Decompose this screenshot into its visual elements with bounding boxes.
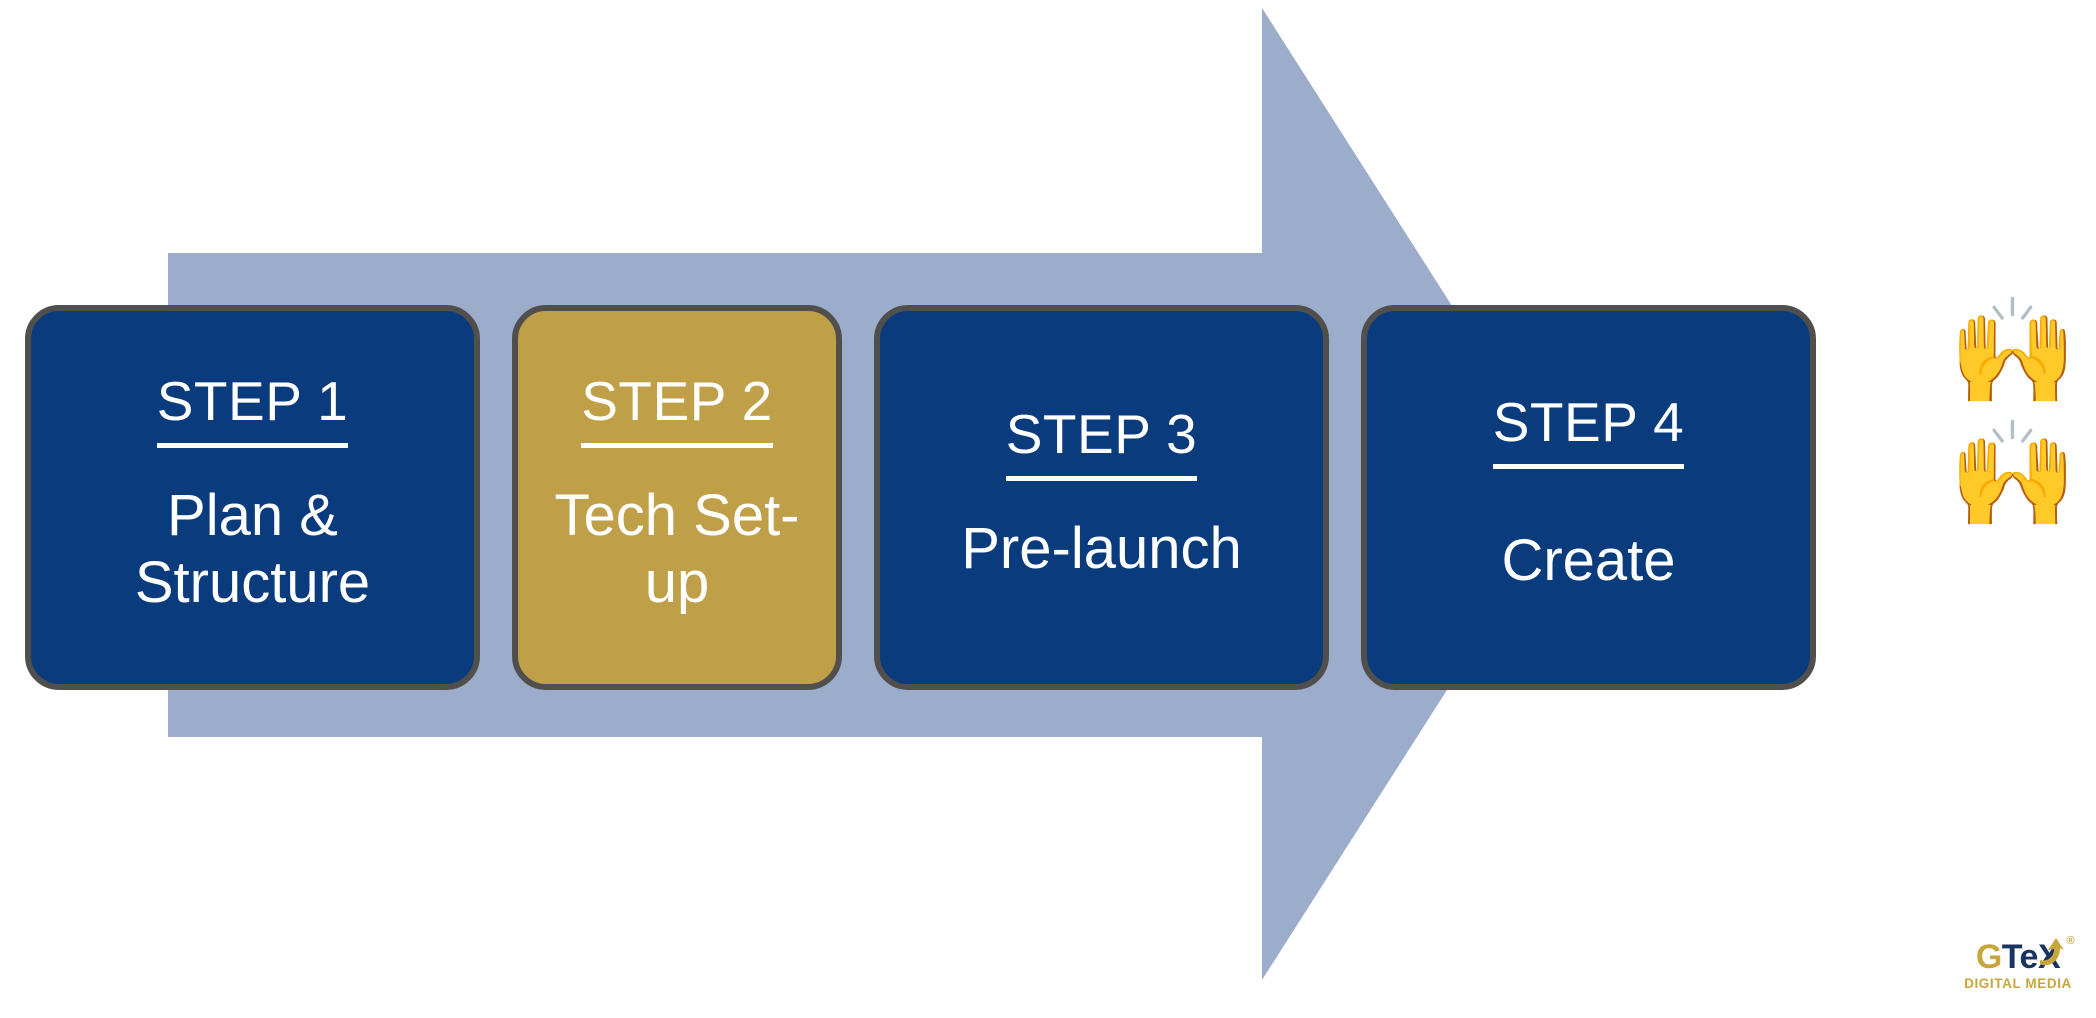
step-card-3[interactable]: STEP 3 Pre-launch: [874, 305, 1329, 690]
step-4-kicker: STEP 4: [1492, 394, 1685, 470]
step-3-kicker: STEP 3: [1005, 406, 1198, 482]
celebration-emoji-stack: 🙌 🙌: [1938, 294, 2088, 534]
logo-tagline: DIGITAL MEDIA: [1964, 976, 2072, 991]
step-card-4[interactable]: STEP 4 Create: [1361, 305, 1816, 690]
raising-hands-icon: 🙌: [1948, 417, 2078, 534]
step-3-title: Pre-launch: [961, 516, 1242, 582]
raising-hands-icon: 🙌: [1948, 294, 2078, 410]
step-1-title: Plan & Structure: [134, 482, 371, 615]
step-card-1[interactable]: STEP 1 Plan & Structure: [25, 305, 480, 690]
logo-letters-tex: TeX: [2001, 938, 2061, 976]
logo-wordmark: GTeX ®: [1975, 936, 2075, 976]
step-2-title: Tech Set-up: [554, 482, 800, 615]
step-card-2[interactable]: STEP 2 Tech Set-up: [512, 305, 842, 690]
logo-swoosh-arrow-icon: [2040, 938, 2065, 966]
steps-row: STEP 1 Plan & Structure STEP 2 Tech Set-…: [25, 305, 1930, 690]
step-1-kicker: STEP 1: [156, 372, 349, 448]
registered-trademark-icon: ®: [2066, 935, 2075, 947]
logo-letter-g: G: [1975, 938, 2002, 976]
step-4-title: Create: [1501, 528, 1676, 594]
step-2-kicker: STEP 2: [581, 372, 773, 448]
brand-logo: GTeX ® DIGITAL MEDIA: [1952, 936, 2084, 991]
